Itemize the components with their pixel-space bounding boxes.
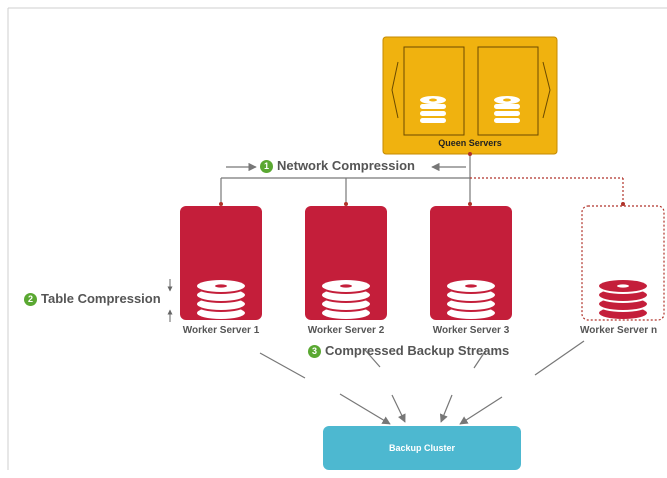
worker-server-2	[305, 206, 387, 320]
worker-server-1-label: Worker Server 1	[182, 325, 260, 336]
page-frame	[7, 7, 667, 470]
backup-cluster	[323, 426, 521, 470]
network-connectors	[220, 154, 471, 204]
worker-server-n-label: Worker Server n	[580, 325, 658, 336]
connector-dots	[219, 152, 472, 206]
step-compressed-backup-streams: 3 Compressed Backup Streams	[308, 343, 509, 358]
queen-servers-label: Queen Servers	[438, 138, 502, 148]
table-compression-label: Table Compression	[41, 291, 161, 306]
worker-n-disk-icon	[599, 280, 647, 319]
step-1-badge: 1	[260, 160, 273, 173]
worker-server-1	[180, 206, 262, 320]
worker-server-3	[430, 206, 512, 320]
worker-server-2-label: Worker Server 2	[307, 325, 385, 336]
worker-server-n	[581, 205, 665, 321]
backup-stream-arrows	[259, 340, 585, 425]
step-table-compression: 2 Table Compression	[24, 291, 161, 306]
worker-2-disk-icon	[322, 280, 370, 319]
queen-disk-icon-right	[494, 96, 520, 123]
step-2-badge: 2	[24, 293, 37, 306]
network-compression-label: Network Compression	[277, 158, 415, 173]
compressed-backup-streams-label: Compressed Backup Streams	[325, 343, 510, 358]
queen-disk-icon-left	[420, 96, 446, 123]
optional-worker-connector	[470, 177, 624, 204]
worker-1-disk-icon	[197, 280, 245, 319]
worker-server-3-label: Worker Server 3	[432, 325, 510, 336]
step-3-badge: 3	[308, 345, 321, 358]
step-network-compression: 1 Network Compression	[260, 158, 415, 173]
queen-servers	[382, 36, 558, 155]
worker-3-disk-icon	[447, 280, 495, 319]
backup-cluster-label: Backup Cluster	[388, 443, 456, 453]
